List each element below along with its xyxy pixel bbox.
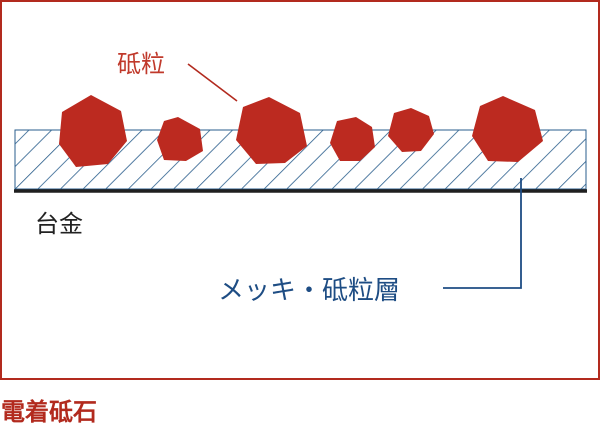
abrasive-grain [472, 96, 543, 162]
abrasive-grain [330, 117, 375, 161]
plating-grain-layer-label: メッキ・砥粒層 [218, 276, 400, 306]
abrasive-grain [157, 117, 203, 161]
base-metal-label: 台金 [35, 210, 83, 238]
layer-label-leader-line [443, 178, 522, 289]
abrasive-grain [59, 95, 127, 167]
grain-label-leader-line [187, 63, 238, 102]
diagram-frame [0, 0, 600, 380]
abrasive-grains-label: 砥粒 [117, 50, 165, 78]
abrasive-grain [236, 97, 307, 164]
abrasive-grain [388, 108, 434, 152]
figure-caption: 電着砥石 [1, 398, 97, 426]
